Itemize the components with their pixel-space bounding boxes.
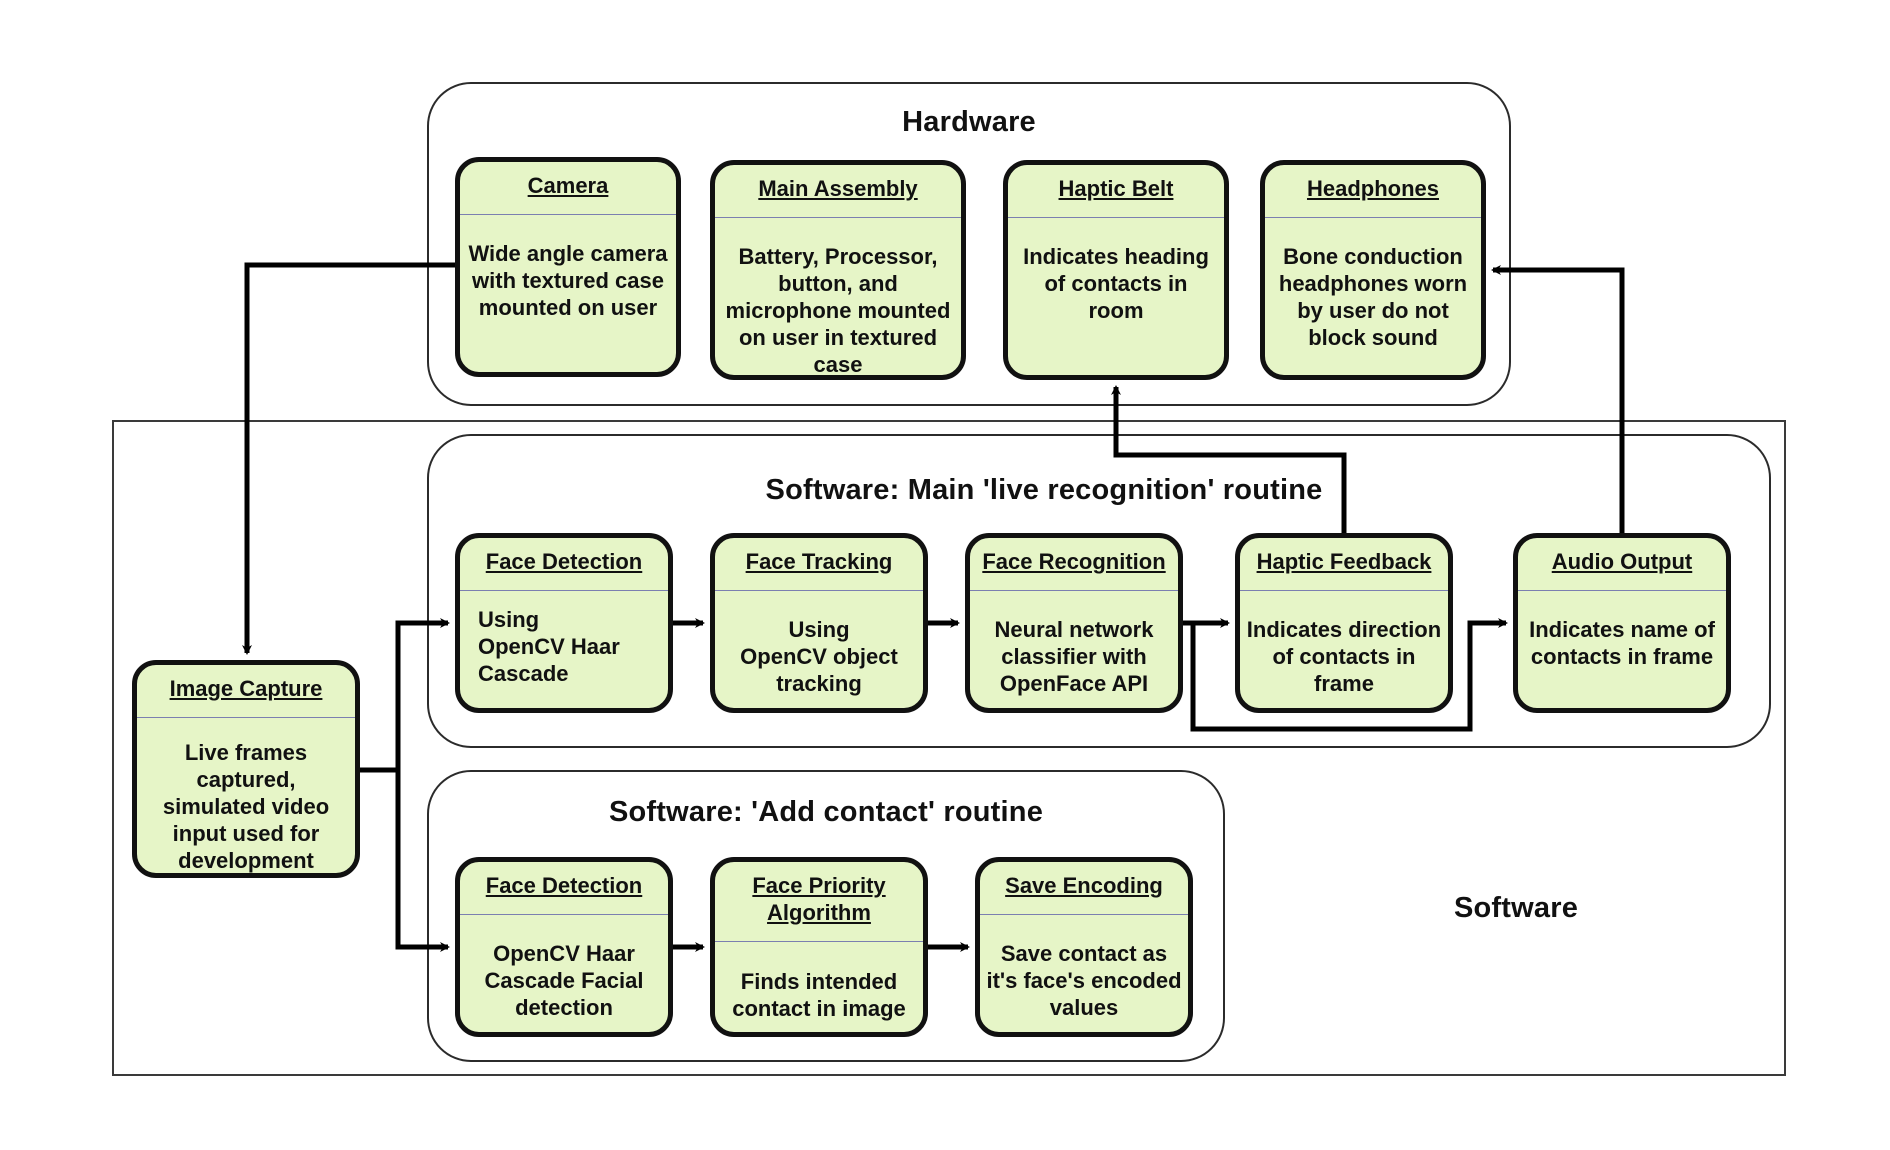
add-contact-group-title: Software: 'Add contact' routine	[608, 796, 1044, 828]
save-encoding-card: Save Encoding Save contact as it's face'…	[975, 857, 1193, 1037]
main-assembly-body: Battery, Processor, button, and micropho…	[725, 244, 951, 377]
haptic-belt-card: Haptic Belt Indicates heading of contact…	[1003, 160, 1229, 380]
face-recognition-body: Neural network classifier with OpenFace …	[994, 617, 1154, 696]
headphones-title: Headphones	[1306, 176, 1440, 201]
haptic-belt-body: Indicates heading of contacts in room	[1023, 244, 1209, 323]
camera-body: Wide angle camera with textured case mou…	[468, 241, 668, 320]
face-tracking-body: Using OpenCV object tracking	[740, 617, 898, 696]
image-capture-card: Image Capture Live frames captured, simu…	[132, 660, 360, 878]
headphones-card: Headphones Bone conduction headphones wo…	[1260, 160, 1486, 380]
face-recognition-title: Face Recognition	[982, 549, 1166, 574]
add-face-detection-body: OpenCV Haar Cascade Facial detection	[484, 941, 644, 1020]
face-priority-title: Face Priority Algorithm	[752, 873, 886, 925]
image-capture-body: Live frames captured, simulated video in…	[162, 740, 330, 873]
save-encoding-body: Save contact as it's face's encoded valu…	[986, 941, 1182, 1020]
image-capture-title: Image Capture	[169, 676, 323, 701]
face-tracking-card: Face Tracking Using OpenCV object tracki…	[710, 533, 928, 713]
live-face-detection-card: Face Detection Using OpenCV Haar Cascade	[455, 533, 673, 713]
add-face-detection-title: Face Detection	[485, 873, 643, 898]
hardware-group-title: Hardware	[902, 106, 1036, 138]
live-face-detection-title: Face Detection	[485, 549, 643, 574]
audio-output-body: Indicates name of contacts in frame	[1529, 617, 1715, 669]
save-encoding-title: Save Encoding	[1005, 873, 1163, 898]
camera-title: Camera	[527, 173, 609, 198]
live-face-detection-body: Using OpenCV Haar Cascade	[478, 607, 620, 686]
haptic-feedback-title: Haptic Feedback	[1256, 549, 1432, 574]
camera-card: Camera Wide angle camera with textured c…	[455, 157, 681, 377]
main-assembly-title: Main Assembly	[758, 176, 918, 201]
headphones-body: Bone conduction headphones worn by user …	[1278, 244, 1468, 350]
haptic-belt-title: Haptic Belt	[1058, 176, 1174, 201]
main-assembly-card: Main Assembly Battery, Processor, button…	[710, 160, 966, 380]
software-group-title: Software	[1453, 892, 1579, 924]
face-priority-body: Finds intended contact in image	[732, 969, 906, 1021]
haptic-feedback-body: Indicates direction of contacts in frame	[1246, 617, 1442, 696]
live-recognition-group-title: Software: Main 'live recognition' routin…	[765, 474, 1323, 506]
audio-output-title: Audio Output	[1551, 549, 1693, 574]
add-face-detection-card: Face Detection OpenCV Haar Cascade Facia…	[455, 857, 673, 1037]
haptic-feedback-card: Haptic Feedback Indicates direction of c…	[1235, 533, 1453, 713]
audio-output-card: Audio Output Indicates name of contacts …	[1513, 533, 1731, 713]
face-priority-card: Face Priority Algorithm Finds intended c…	[710, 857, 928, 1037]
face-recognition-card: Face Recognition Neural network classifi…	[965, 533, 1183, 713]
face-tracking-title: Face Tracking	[745, 549, 893, 574]
